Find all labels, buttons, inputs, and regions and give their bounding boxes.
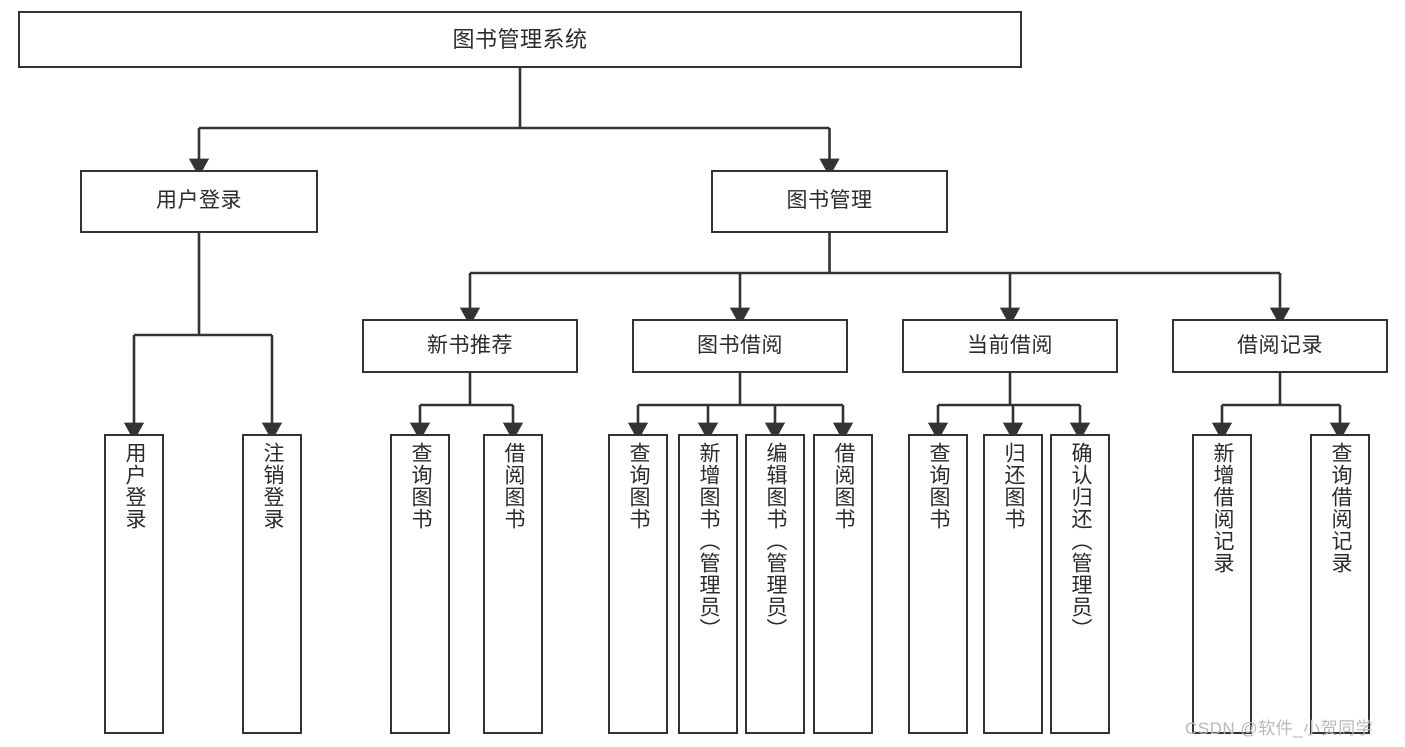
node-label: 新增借阅记录 — [1211, 442, 1235, 574]
node-label: 图书借阅 — [697, 333, 783, 357]
node-label: 图书管理 — [786, 189, 873, 213]
node-label: 借阅图书 — [502, 442, 526, 530]
node-label: 新增图书（管理员） — [697, 442, 721, 640]
node-book-manage[interactable]: 图书管理 — [711, 170, 948, 233]
node-leaf-cb-return[interactable]: 归还图书 — [983, 434, 1043, 734]
node-label: 新书推荐 — [427, 333, 513, 357]
node-label: 查询图书 — [409, 442, 433, 530]
node-leaf-bb-add[interactable]: 新增图书（管理员） — [678, 434, 738, 734]
node-label: 图书管理系统 — [452, 26, 588, 52]
node-label: 归还图书 — [1002, 442, 1026, 530]
node-user-login[interactable]: 用户登录 — [80, 170, 318, 233]
node-leaf-bb-query[interactable]: 查询图书 — [608, 434, 668, 734]
node-label: 用户登录 — [123, 442, 147, 530]
node-label: 编辑图书（管理员） — [764, 442, 788, 640]
node-leaf-cb-query[interactable]: 查询图书 — [908, 434, 968, 734]
node-label: 注销登录 — [261, 442, 285, 530]
node-leaf-bb-edit[interactable]: 编辑图书（管理员） — [745, 434, 805, 734]
node-label: 借阅图书 — [832, 442, 856, 530]
node-borrow-record[interactable]: 借阅记录 — [1172, 319, 1388, 373]
node-label: 确认归还（管理员） — [1069, 442, 1093, 640]
node-label: 查询图书 — [627, 442, 651, 530]
node-label: 用户登录 — [156, 189, 242, 213]
node-new-book-rec[interactable]: 新书推荐 — [362, 319, 578, 373]
node-leaf-user-logout[interactable]: 注销登录 — [242, 434, 302, 734]
node-label: 借阅记录 — [1237, 333, 1323, 357]
node-leaf-rec-query[interactable]: 查询图书 — [390, 434, 450, 734]
node-book-borrow[interactable]: 图书借阅 — [632, 319, 848, 373]
csdn-watermark: CSDN @软件_小贺同学 — [1185, 719, 1374, 738]
node-label: 查询借阅记录 — [1329, 442, 1353, 574]
node-leaf-rec-borrow[interactable]: 借阅图书 — [483, 434, 543, 734]
node-label: 查询图书 — [927, 442, 951, 530]
node-leaf-br-add[interactable]: 新增借阅记录 — [1192, 434, 1252, 734]
node-leaf-user-login[interactable]: 用户登录 — [104, 434, 164, 734]
node-leaf-br-query[interactable]: 查询借阅记录 — [1310, 434, 1370, 734]
node-leaf-cb-confirm[interactable]: 确认归还（管理员） — [1050, 434, 1110, 734]
node-leaf-bb-borrow[interactable]: 借阅图书 — [813, 434, 873, 734]
node-label: 当前借阅 — [967, 333, 1053, 357]
node-current-borrow[interactable]: 当前借阅 — [902, 319, 1118, 373]
node-root[interactable]: 图书管理系统 — [18, 11, 1022, 68]
